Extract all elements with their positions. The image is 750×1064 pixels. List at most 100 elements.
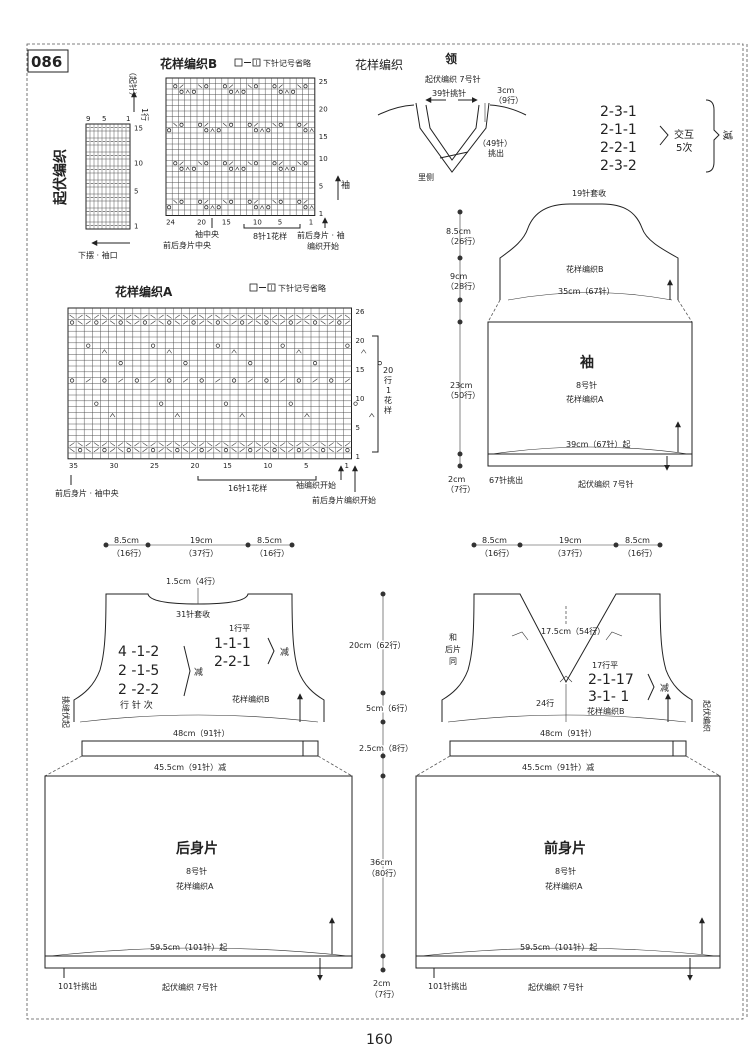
pattern-b-grid-ssk-symbol: [297, 161, 302, 166]
back-neck-rule-1: 1-1-1: [214, 636, 251, 652]
sleeve-pattern: 花样编织A: [566, 394, 604, 404]
pattern-a-grid-ssk-symbol: [134, 314, 140, 319]
pattern-a-grid-k2tog-symbol: [231, 442, 237, 447]
pattern-a-grid-k2tog-symbol: [247, 320, 253, 325]
front-w-mid-sub: （37行）: [553, 548, 587, 558]
pattern-a-grid-yarn-over-symbol: [215, 343, 220, 348]
pattern-b-grid-ssk-symbol: [198, 161, 203, 166]
pattern-a-grid-yarn-over-symbol: [288, 320, 293, 325]
pattern-a-grid-k2tog-symbol: [296, 442, 302, 447]
pattern-a-grid-ssk-symbol: [93, 442, 99, 447]
front-waistband: [449, 740, 687, 757]
front-w-dot-1: [471, 542, 477, 548]
pattern-a-grid-yarn-over-symbol: [353, 401, 358, 406]
pattern-a-grid-k2tog-symbol: [255, 314, 261, 319]
pattern-a-grid-k2tog-symbol: [280, 320, 286, 325]
upper-height: 9cm: [450, 272, 467, 281]
pattern-b-grid-yarn-over-symbol: [216, 205, 221, 210]
sleeve-title: 袖: [580, 354, 594, 371]
pattern-b-grid-k2tog-symbol: [204, 199, 209, 204]
pattern-a-repeat-bracket: [197, 476, 317, 481]
back-arm-brace: [183, 645, 191, 697]
pattern-a-body-start: 前后身片编织开始: [312, 495, 376, 505]
pattern-a-grid-k2tog-symbol: [101, 442, 108, 447]
front-hem-band: [420, 947, 717, 957]
front-v-guide-r: [605, 631, 623, 641]
pattern-a-grid-k2tog-symbol: [255, 448, 261, 453]
ribbing-col-tick: 9: [86, 115, 90, 123]
pattern-b-grid-yarn-over-symbol: [253, 205, 258, 210]
pattern-b-grid-ssk-symbol: [247, 161, 252, 166]
pattern-a-grid-ssk-symbol: [118, 314, 124, 319]
pattern-a-grid-yarn-over-symbol: [134, 378, 139, 383]
pattern-b-grid-yarn-over-symbol: [204, 205, 209, 210]
center-dot-5: [380, 773, 386, 779]
ribbing-row-tick: 5: [134, 188, 138, 196]
pattern-b-grid-yarn-over-symbol: [303, 128, 308, 133]
center-hem: 2cm: [373, 979, 390, 988]
pattern-a-grid-yarn-over-symbol: [183, 361, 188, 366]
pattern-b-grid-k2tog-symbol: [278, 84, 283, 89]
pattern-a-grid-k2tog-symbol: [134, 442, 140, 447]
pattern-a-grid-k2tog-symbol: [93, 448, 99, 453]
pattern-b-grid-k2tog-symbol: [229, 161, 234, 166]
front-v-guide-l: [511, 631, 529, 641]
pattern-a-grid-yarn-over-symbol: [102, 378, 107, 383]
pattern-a-grid-k2tog-symbol: [158, 314, 164, 319]
pattern-b-grid-ssk-symbol: [222, 199, 227, 204]
pattern-b-grid-k2tog-symbol: [204, 122, 209, 127]
pattern-a-col-tick: 35: [69, 462, 78, 470]
pattern-a-grid-yarn-over-symbol: [264, 378, 269, 383]
back-w-mid: 19cm: [190, 536, 213, 545]
pattern-a-grid-ssk-symbol: [69, 448, 75, 453]
back-waistband: [81, 740, 319, 757]
pattern-a-grid-ssk-symbol: [215, 314, 221, 319]
pattern-a-grid-k2tog-symbol: [215, 378, 221, 383]
cap-repeat-brace: [659, 125, 669, 146]
cap-repeat-2: 5次: [676, 141, 692, 154]
pattern-b-grid-yarn-over-symbol: [167, 205, 172, 210]
pattern-a-grid-k2tog-symbol: [134, 320, 140, 325]
sleeve-dim-dot-6: [457, 463, 463, 469]
pattern-b-grid-k2tog-symbol: [253, 199, 258, 204]
collar-shoulder-right: [489, 104, 527, 116]
front-title: 前身片: [544, 840, 586, 857]
cap-height-sub: （26行）: [446, 236, 480, 246]
pattern-b-grid-yarn-over-symbol: [204, 128, 209, 133]
pattern-a-repeat-4: 花: [384, 395, 392, 405]
pattern-b-grid-yarn-over-symbol: [272, 84, 277, 89]
back-arm-rule-2: 2 -1-5: [118, 663, 159, 679]
pattern-a-grid-ssk-symbol: [126, 320, 132, 325]
pattern-a-grid-k2tog-symbol: [288, 314, 294, 319]
pattern-a-grid-yarn-over-symbol: [118, 320, 123, 325]
cap-dec-brace: [705, 99, 720, 173]
pattern-a-grid-ssk-symbol: [320, 442, 326, 447]
pattern-a-grid-k2tog-symbol: [280, 378, 286, 383]
pattern-b-grid-yarn-over-symbol: [204, 161, 209, 166]
back-neck-bind: 31针套收: [176, 609, 210, 619]
back-neck-brace: [267, 637, 275, 665]
pattern-a-repeat-2: 行: [384, 375, 392, 385]
pattern-b-grid-yarn-over-symbol: [303, 84, 308, 89]
pattern-b-grid-yarn-over-symbol: [216, 128, 221, 133]
pattern-b-legend: 下针记号省略: [263, 58, 311, 68]
ribbing-grid-frame: [85, 123, 131, 230]
pattern-a-grid-k2tog-symbol: [336, 448, 342, 453]
pattern-b-grid-yarn-over-symbol: [253, 84, 258, 89]
ribbing-col-tick: 1: [126, 115, 130, 123]
pattern-b-grid-cdd-symbol: [309, 204, 314, 210]
back-dash-l: [44, 755, 83, 777]
cap-rule-3: 2-2-1: [600, 140, 637, 156]
pattern-a-grid-cdd-symbol: [174, 413, 181, 418]
pattern-a-grid-yarn-over-symbol: [223, 448, 229, 453]
pattern-a-grid-ssk-symbol: [312, 314, 318, 319]
page-number: 086: [31, 53, 62, 71]
pattern-b-col-tick: 1: [309, 219, 313, 227]
pattern-a-grid-ssk-symbol: [158, 442, 164, 447]
sleeve-dim-dot-4: [457, 319, 463, 325]
pattern-b-repeat-bracket: [243, 224, 301, 229]
sleeve-pick: 67针挑出: [489, 475, 523, 485]
collar-rows-sub: （9行）: [494, 95, 523, 105]
front-hem: 59.5cm（101针）起: [520, 942, 597, 952]
